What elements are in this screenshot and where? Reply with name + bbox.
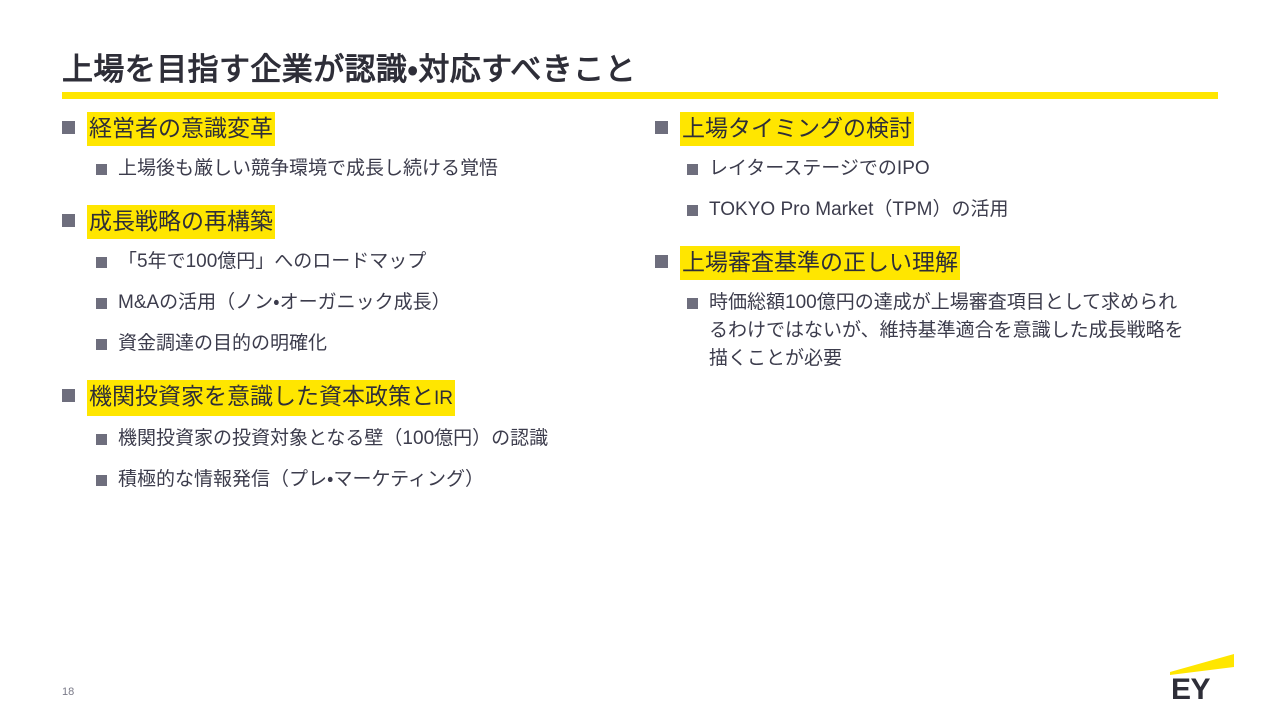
ey-logo-wordmark: EY xyxy=(1171,673,1211,704)
group-heading: 上場審査基準の正しい理解 xyxy=(680,246,960,280)
square-bullet-icon xyxy=(655,255,668,268)
list-item-label: 機関投資家の投資対象となる壁（100億円）の認識 xyxy=(118,428,549,449)
group-heading-latin: IR xyxy=(434,388,453,409)
square-bullet-icon xyxy=(96,475,107,486)
list-item-label: 積極的な情報発信（プレ・マーケティング） xyxy=(118,469,484,490)
square-bullet-icon xyxy=(96,164,107,175)
list-item-label: 時価総額100億円の達成が上場審査項目として求められるわけではないが、維持基準適… xyxy=(709,292,1184,369)
heading-row: 上場審査基準の正しい理解 xyxy=(655,246,1225,280)
square-bullet-icon xyxy=(96,257,107,268)
list-item-label: 上場後も厳しい競争環境で成長し続ける覚悟 xyxy=(118,158,499,179)
content-group: 上場タイミングの検討 レイターステージでのIPO TOKYO Pro Marke… xyxy=(655,112,1225,224)
page-title: 上場を目指す企業が認識・対応すべきこと xyxy=(62,52,636,87)
list-item: レイターステージでのIPO xyxy=(687,155,1225,183)
heading-row: 経営者の意識変革 xyxy=(62,112,662,146)
square-bullet-icon xyxy=(96,434,107,445)
list-item-label: 資金調達の目的の明確化 xyxy=(118,333,328,354)
group-heading-main: 機関投資家を意識した資本政策と xyxy=(89,383,434,409)
list-item: 積極的な情報発信（プレ・マーケティング） xyxy=(96,466,662,494)
group-heading: 成長戦略の再構築 xyxy=(87,205,275,239)
content-group: 機関投資家を意識した資本政策とIR 機関投資家の投資対象となる壁（100億円）の… xyxy=(62,380,662,494)
heading-row: 機関投資家を意識した資本政策とIR xyxy=(62,380,662,416)
list-item-label: TOKYO Pro Market（TPM）の活用 xyxy=(709,199,1009,220)
group-heading: 上場タイミングの検討 xyxy=(680,112,914,146)
content-group: 経営者の意識変革 上場後も厳しい競争環境で成長し続ける覚悟 xyxy=(62,112,662,183)
ey-logo-beam xyxy=(1170,654,1234,675)
list-item-label: レイターステージでのIPO xyxy=(709,158,930,179)
list-item: 時価総額100億円の達成が上場審査項目として求められるわけではないが、維持基準適… xyxy=(687,289,1225,373)
list-item: 資金調達の目的の明確化 xyxy=(96,330,662,358)
list-item: 機関投資家の投資対象となる壁（100億円）の認識 xyxy=(96,425,662,453)
left-column: 経営者の意識変革 上場後も厳しい競争環境で成長し続ける覚悟 成長戦略の再構築 「… xyxy=(62,112,662,516)
right-column: 上場タイミングの検討 レイターステージでのIPO TOKYO Pro Marke… xyxy=(655,112,1225,395)
page-number: 18 xyxy=(62,686,75,698)
content-group: 上場審査基準の正しい理解 時価総額100億円の達成が上場審査項目として求められる… xyxy=(655,246,1225,373)
square-bullet-icon xyxy=(62,389,75,402)
list-item-label: 「5年で100億円」へのロードマップ xyxy=(118,251,427,272)
group-heading: 機関投資家を意識した資本政策とIR xyxy=(87,380,455,416)
group-heading: 経営者の意識変革 xyxy=(87,112,275,146)
heading-row: 成長戦略の再構築 xyxy=(62,205,662,239)
square-bullet-icon xyxy=(655,121,668,134)
square-bullet-icon xyxy=(687,205,698,216)
list-item: 「5年で100億円」へのロードマップ xyxy=(96,248,662,276)
content-group: 成長戦略の再構築 「5年で100億円」へのロードマップ M&Aの活用（ノン・オー… xyxy=(62,205,662,358)
list-item-label: M&Aの活用（ノン・オーガニック成長） xyxy=(118,292,451,313)
square-bullet-icon xyxy=(687,298,698,309)
square-bullet-icon xyxy=(62,214,75,227)
square-bullet-icon xyxy=(96,339,107,350)
square-bullet-icon xyxy=(96,298,107,309)
list-item: TOKYO Pro Market（TPM）の活用 xyxy=(687,196,1225,224)
square-bullet-icon xyxy=(62,121,75,134)
list-item: 上場後も厳しい競争環境で成長し続ける覚悟 xyxy=(96,155,662,183)
list-item: M&Aの活用（ノン・オーガニック成長） xyxy=(96,289,662,317)
title-underline-rule xyxy=(62,92,1218,99)
ey-logo: EY xyxy=(1156,642,1242,704)
heading-row: 上場タイミングの検討 xyxy=(655,112,1225,146)
square-bullet-icon xyxy=(687,164,698,175)
